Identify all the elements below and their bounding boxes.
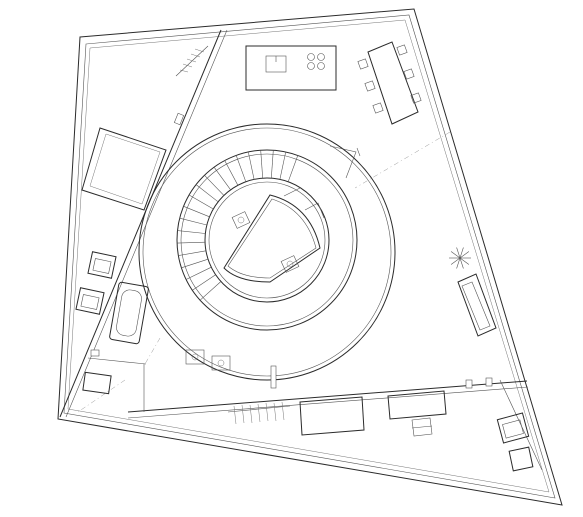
stair-tread	[195, 184, 219, 203]
stair-tread	[271, 150, 274, 179]
washbasins	[185, 349, 231, 371]
stair-tread	[192, 274, 216, 291]
wardrobe-top	[175, 45, 209, 77]
core-openings	[270, 145, 361, 389]
stair-tread	[204, 175, 225, 196]
plant-leaf	[456, 247, 461, 259]
interior-walls	[59, 29, 543, 471]
stair-tread	[185, 266, 212, 280]
plant-leaf	[459, 247, 464, 259]
stair-tread	[248, 151, 255, 180]
armchairs	[75, 251, 117, 315]
desk	[387, 390, 447, 437]
stair-tread	[287, 155, 299, 182]
stair-tread	[178, 250, 206, 256]
dining-table	[357, 41, 422, 125]
stair-tread	[199, 281, 222, 301]
outer-walls	[57, 8, 563, 506]
stair-tread	[177, 241, 206, 244]
plant-leaf	[459, 257, 464, 269]
plant-leaf	[450, 257, 461, 265]
stair-tread	[260, 150, 263, 179]
stair-tread	[181, 258, 209, 269]
stair-tread	[177, 230, 206, 234]
stair-treads	[177, 150, 299, 301]
plant-leaf	[459, 257, 470, 265]
stair-tread	[188, 194, 214, 210]
plant	[449, 247, 471, 269]
stair-tread	[213, 167, 231, 190]
wall-markers	[90, 112, 493, 389]
utility-fixture	[82, 371, 112, 395]
cabinet	[299, 396, 365, 436]
bathtub	[109, 281, 149, 345]
wardrobe-bottom	[227, 401, 291, 425]
stair-tread	[224, 160, 239, 186]
sofa	[457, 273, 497, 337]
stair-tread	[179, 217, 207, 226]
stool	[508, 446, 534, 472]
reference-lines	[77, 131, 451, 413]
stair-tread	[279, 151, 286, 180]
bed	[81, 127, 167, 211]
plant-leaf	[459, 251, 470, 259]
inner-pod	[223, 194, 321, 283]
circular-core	[138, 123, 396, 381]
plant-leaf	[450, 251, 461, 259]
plant-leaf	[456, 257, 461, 269]
stair-tread	[183, 206, 210, 218]
stair-tread	[235, 155, 247, 182]
kitchen-island	[245, 45, 337, 91]
lounge-chair	[496, 412, 530, 444]
